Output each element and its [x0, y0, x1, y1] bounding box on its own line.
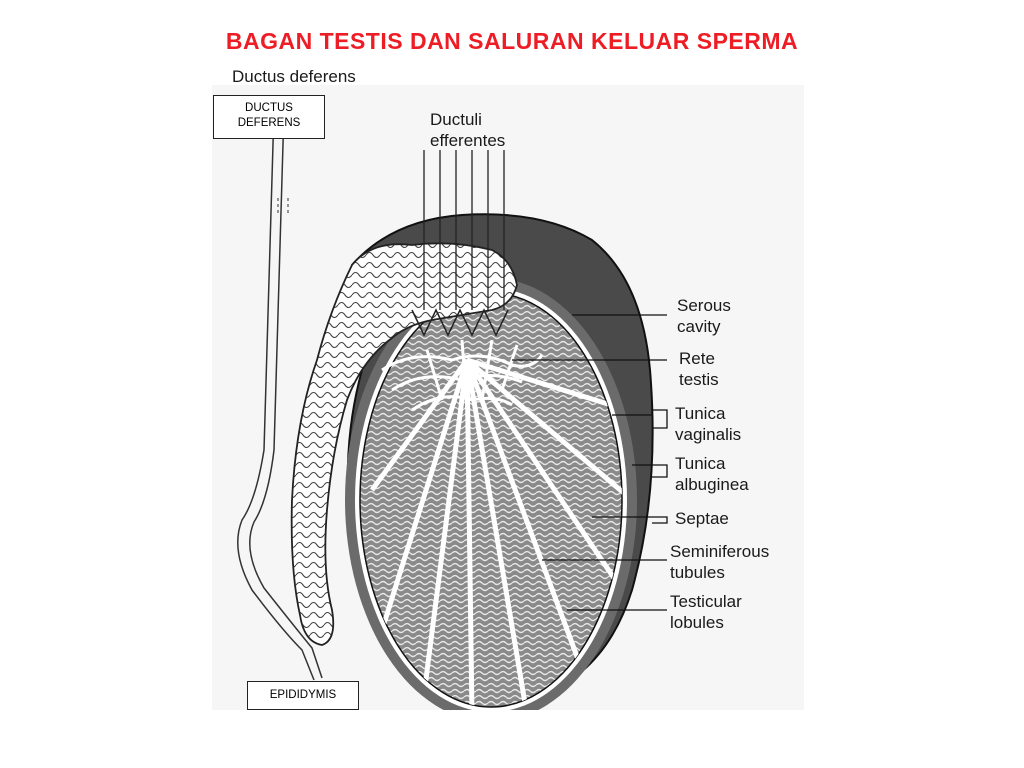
slide-title: BAGAN TESTIS DAN SALURAN KELUAR SPERMA: [225, 28, 799, 54]
label-vaginalis-2: vaginalis: [675, 425, 741, 444]
label-albuginea-1: Tunica: [675, 454, 726, 473]
label-testicular-2: lobules: [670, 613, 724, 632]
label-testicular-1: Testicular: [670, 592, 742, 611]
label-septae: Septae: [675, 509, 729, 528]
septae-group: [369, 357, 622, 707]
label-serous-1: Serous: [677, 296, 731, 315]
label-rete-2: testis: [679, 370, 719, 389]
label-rete-1: Rete: [679, 349, 715, 368]
label-seminiferous-2: tubules: [670, 563, 725, 582]
label-ductuli-2: efferentes: [430, 131, 505, 150]
label-ductuli-1: Ductuli: [430, 110, 482, 129]
label-ductus-deferens-top: Ductus deferens: [232, 70, 356, 86]
epididymis-box: EPIDIDYMIS: [247, 681, 359, 710]
label-serous-2: cavity: [677, 317, 721, 336]
rete-testis: [381, 339, 544, 412]
label-seminiferous-1: Seminiferous: [670, 542, 769, 561]
ductus-deferens-tube: [237, 109, 323, 681]
ductuli-efferentes: [411, 150, 509, 337]
label-albuginea-2: albuginea: [675, 475, 749, 494]
ductus-deferens-box: DUCTUS DEFERENS: [213, 95, 325, 139]
label-vaginalis-1: Tunica: [675, 404, 726, 423]
testis-diagram: Ductus deferens Ductuli efferentes Serou…: [212, 67, 804, 722]
leader-lines: [512, 314, 668, 611]
